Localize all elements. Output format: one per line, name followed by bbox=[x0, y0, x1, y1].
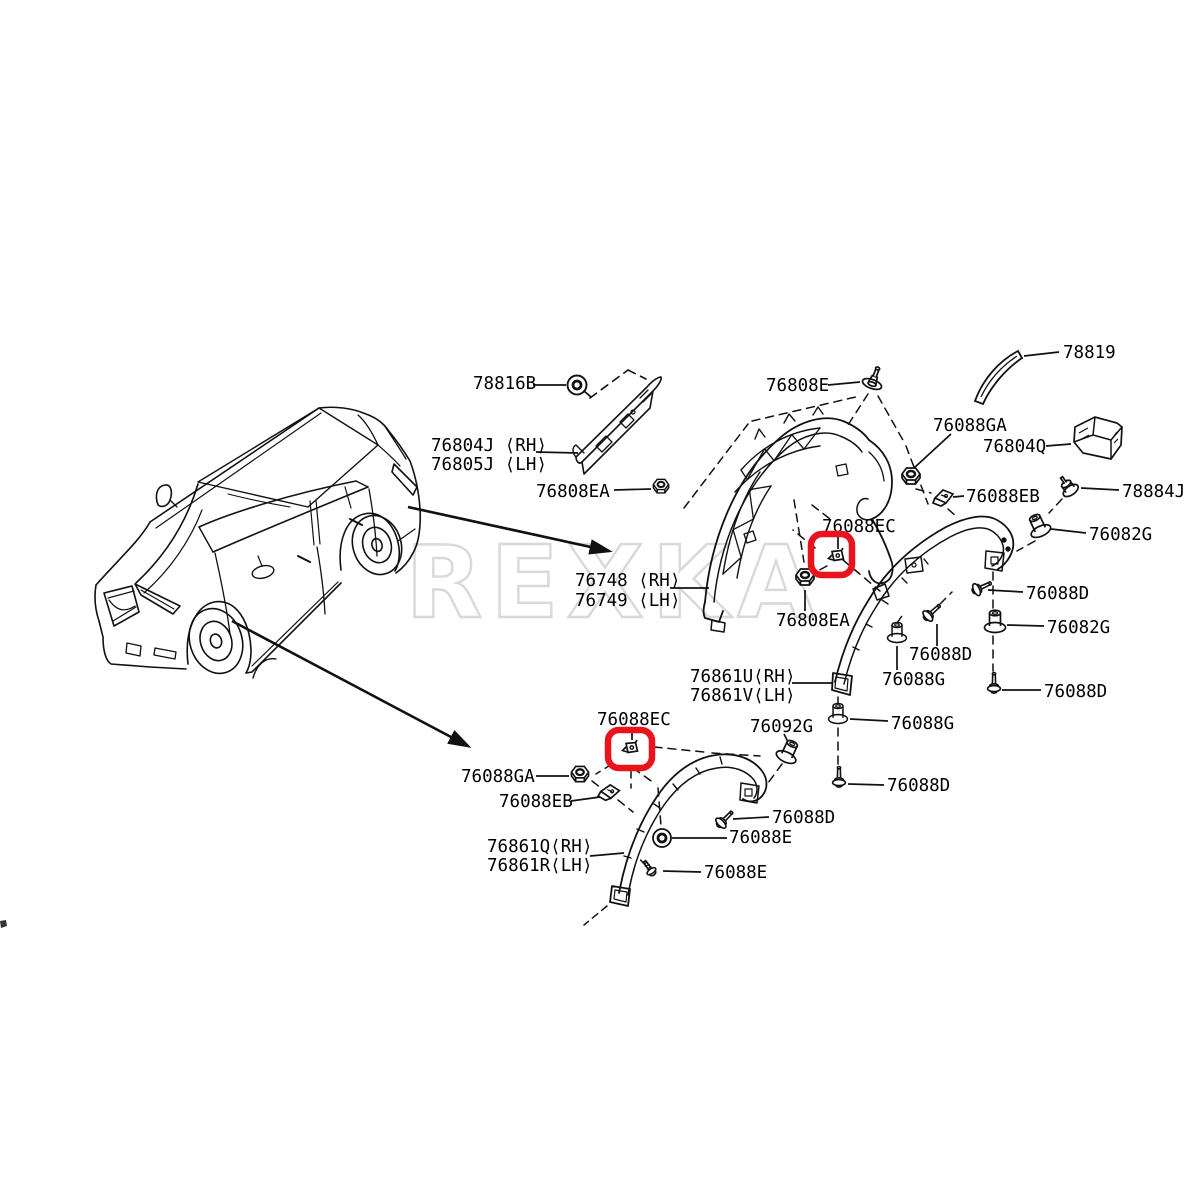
leader-line-76088D-1 bbox=[987, 589, 1024, 593]
part-icon-76804Q bbox=[1073, 416, 1123, 460]
leader-line-76088EB-2 bbox=[570, 796, 601, 802]
part-label-76861U: 76861U⟨RH⟩ bbox=[690, 667, 795, 687]
leader-line-76088G-2 bbox=[849, 718, 889, 722]
part-label-76088E-1: 76088E bbox=[729, 828, 792, 848]
part-icon-76808E bbox=[860, 362, 889, 393]
part-icon-78884J bbox=[1053, 471, 1082, 500]
part-label-78816B: 78816B bbox=[473, 374, 536, 394]
edge-speck bbox=[0, 920, 7, 928]
part-icon-76088D-1 bbox=[968, 576, 995, 599]
rear-arch-molding-drawing bbox=[831, 515, 1015, 696]
highlight-box-76088EC-1 bbox=[807, 530, 856, 579]
leader-line-76088D-4 bbox=[847, 783, 885, 786]
highlights-layer bbox=[604, 530, 856, 772]
part-label-76088GA-1: 76088GA bbox=[933, 416, 1007, 436]
part-icon-76088GA-1 bbox=[900, 466, 922, 486]
highlight-box-76088EC-2 bbox=[604, 726, 656, 772]
fender-liner-drawing bbox=[702, 406, 894, 633]
part-icon-76088EC-2 bbox=[621, 739, 639, 754]
part-icon-76088D-2 bbox=[986, 671, 1002, 694]
part-label-76088E-2: 76088E bbox=[704, 863, 767, 883]
part-label-76082G-1: 76082G bbox=[1089, 525, 1152, 545]
part-label-76748: 76748 ⟨RH⟩ bbox=[575, 571, 680, 591]
part-icon-76088G-2 bbox=[827, 702, 849, 725]
part-label-76092G: 76092G bbox=[750, 717, 813, 737]
leader-line-76088EB-1 bbox=[952, 495, 965, 498]
part-label-76805J: 76805J ⟨LH⟩ bbox=[431, 455, 547, 475]
part-icon-76082G-2 bbox=[983, 609, 1007, 634]
part-label-76808E: 76808E bbox=[766, 376, 829, 396]
part-label-76804Q: 76804Q bbox=[983, 437, 1046, 457]
leader-line-76088E-2 bbox=[662, 870, 702, 873]
part-icon-76088E-1 bbox=[651, 827, 673, 849]
leader-line-76804J bbox=[535, 451, 579, 454]
bracket-76804J-drawing bbox=[572, 369, 662, 475]
part-icon-76088D-4 bbox=[831, 765, 847, 788]
part-label-76088D-1: 76088D bbox=[1026, 584, 1089, 604]
part-icon-76088GA-2 bbox=[570, 765, 590, 783]
arrows-layer bbox=[231, 505, 613, 748]
leader-line-78819 bbox=[1023, 351, 1060, 357]
part-label-76088G-2: 76088G bbox=[891, 714, 954, 734]
part-label-76749: 76749 ⟨LH⟩ bbox=[575, 591, 680, 611]
leader-line-76088GA-1 bbox=[913, 433, 952, 469]
part-label-78819: 78819 bbox=[1063, 343, 1116, 363]
part-label-76808EA-2: 76808EA bbox=[776, 611, 850, 631]
leader-line-76082G-2 bbox=[1006, 624, 1045, 627]
part-label-76088EB-2: 76088EB bbox=[499, 792, 573, 812]
part-label-76088EC-2: 76088EC bbox=[597, 710, 671, 730]
leader-line-76808E bbox=[827, 381, 861, 386]
part-label-76861Q: 76861Q⟨RH⟩ bbox=[487, 837, 592, 857]
leader-line-76088D-5 bbox=[732, 816, 770, 820]
pointer-arrow-to-rear-detail bbox=[407, 505, 613, 555]
part-icon-76088E-2 bbox=[639, 857, 659, 879]
part-label-76861R: 76861R⟨LH⟩ bbox=[487, 856, 592, 876]
part-icon-78816B bbox=[566, 374, 593, 399]
part-icon-76092G bbox=[773, 736, 804, 767]
labels-layer: 78816B 76804J ⟨RH⟩76805J ⟨LH⟩ 76808E 76808E… bbox=[431, 343, 1185, 883]
part-icon-76082G-1 bbox=[1023, 510, 1054, 541]
part-label-76088GA-2: 76088GA bbox=[461, 767, 535, 787]
pointer-arrow-to-front-detail bbox=[231, 619, 472, 748]
part-icon-76808EA-1 bbox=[652, 478, 670, 494]
part-label-76088G-1: 76088G bbox=[882, 670, 945, 690]
part-icon-76088EC-1 bbox=[827, 547, 845, 562]
part-label-76082G-2: 76082G bbox=[1047, 618, 1110, 638]
part-label-76088D-2: 76088D bbox=[1044, 682, 1107, 702]
leader-line-76804Q bbox=[1045, 443, 1072, 447]
part-icon-76088G-1 bbox=[886, 621, 908, 644]
part-label-76088D-5: 76088D bbox=[772, 808, 835, 828]
part-label-76804J: 76804J ⟨RH⟩ bbox=[431, 436, 547, 456]
leader-line-76861Q bbox=[589, 852, 625, 857]
part-icon-76088EB-1 bbox=[932, 489, 954, 507]
leader-line-76808EA-1 bbox=[613, 488, 652, 491]
leaders-layer bbox=[533, 351, 1120, 873]
part-label-76808EA-1: 76808EA bbox=[536, 482, 610, 502]
leader-line-76082G-1 bbox=[1050, 528, 1087, 534]
part-label-76088EB-1: 76088EB bbox=[966, 487, 1040, 507]
part-label-76088D-4: 76088D bbox=[887, 776, 950, 796]
part-icon-78819 bbox=[974, 350, 1023, 405]
part-icon-76088EB-2 bbox=[596, 782, 621, 804]
part-label-76088D-3: 76088D bbox=[909, 645, 972, 665]
car-drawing bbox=[94, 406, 422, 679]
leader-line-78884J bbox=[1080, 487, 1120, 491]
part-label-78884J: 78884J bbox=[1122, 482, 1185, 502]
part-label-76861V: 76861V⟨LH⟩ bbox=[690, 686, 795, 706]
